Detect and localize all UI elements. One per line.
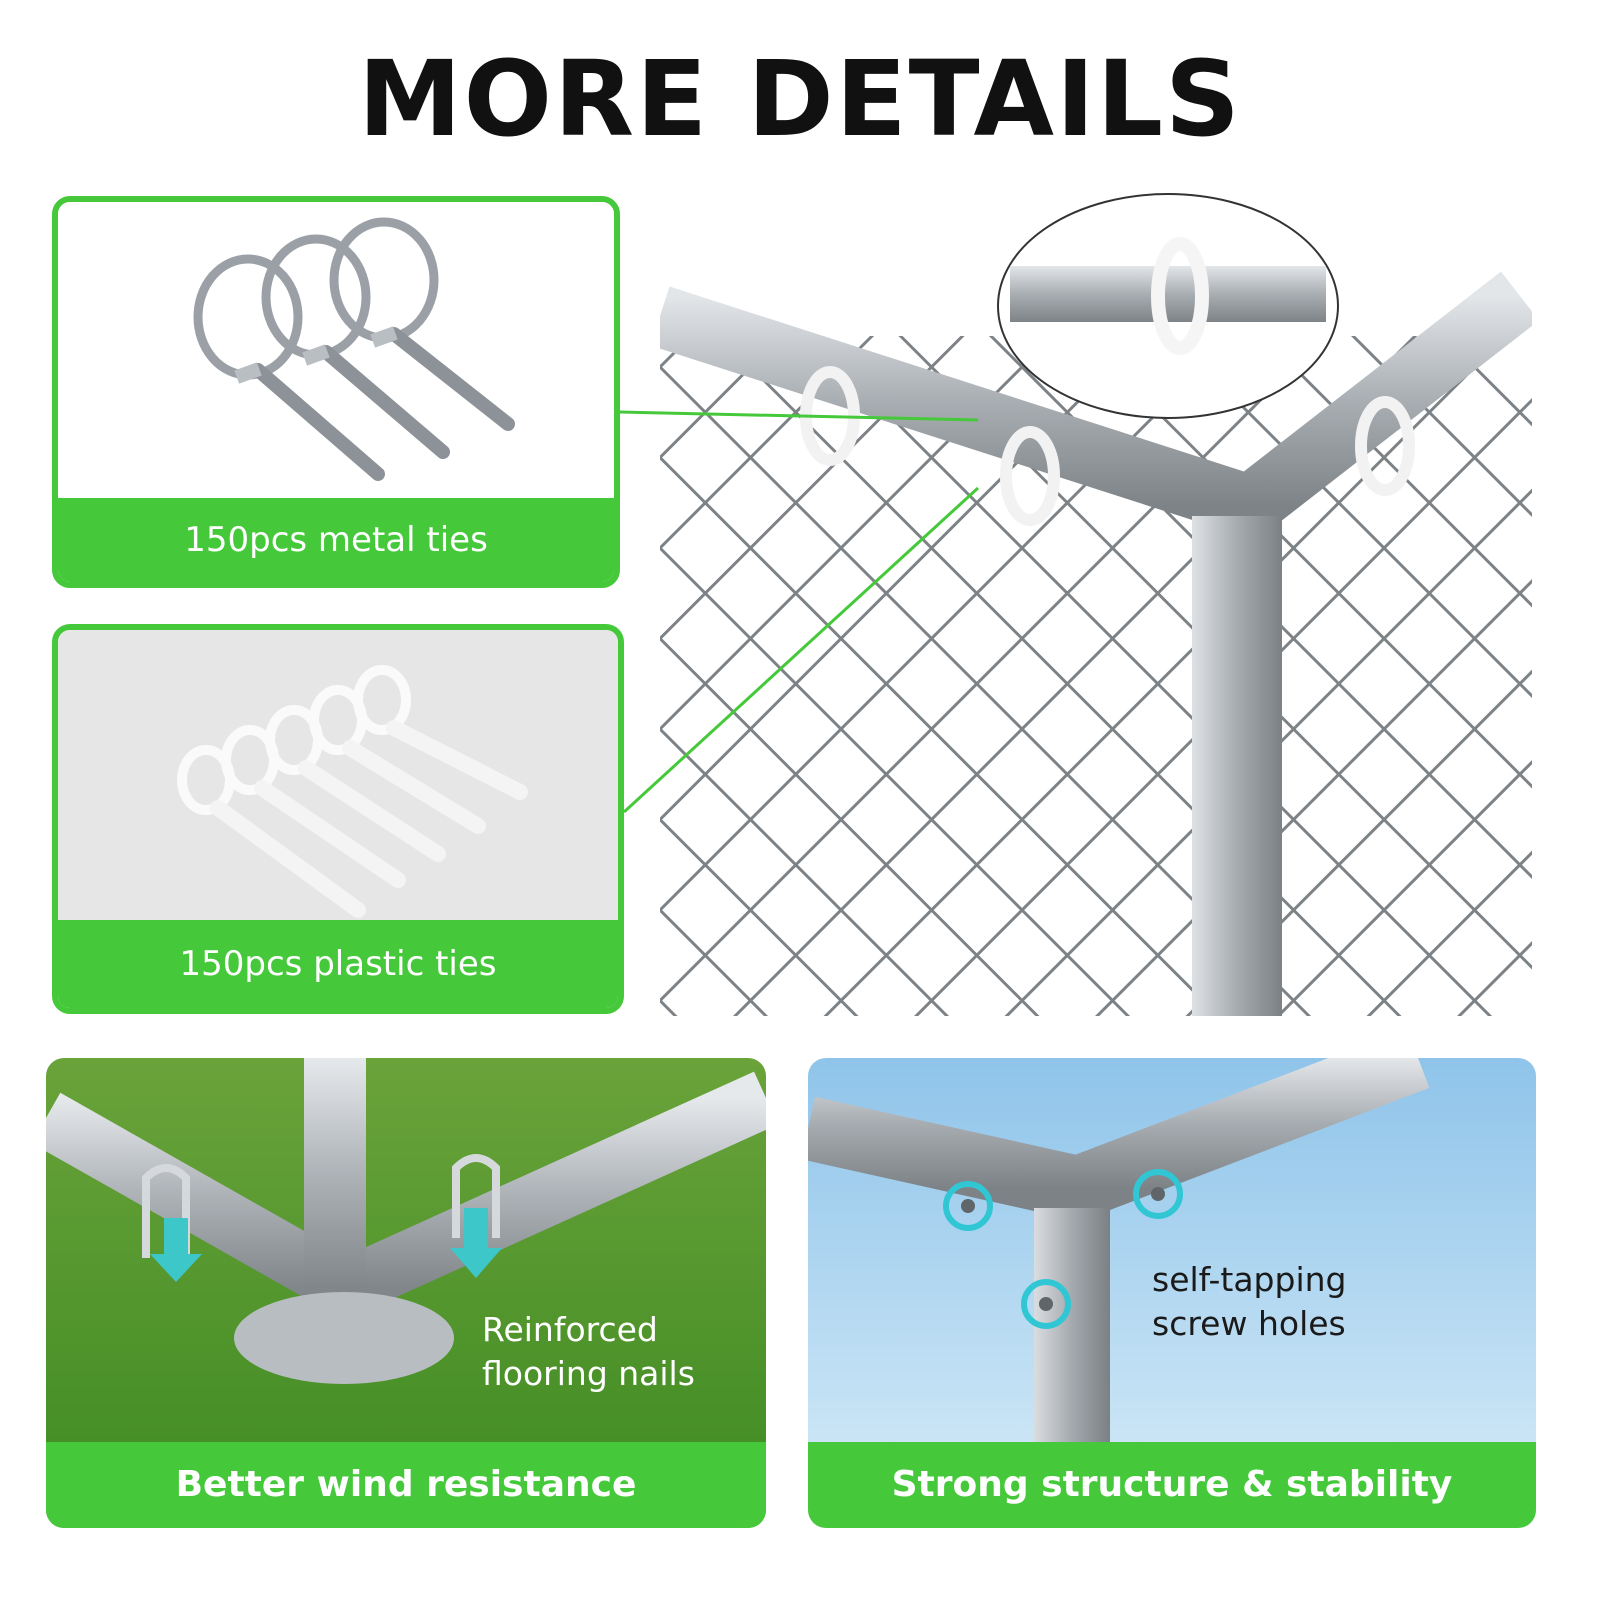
flooring-nails-label-line2: flooring nails [482,1354,695,1393]
flooring-nails-label-line1: Reinforced [482,1310,658,1349]
screw-holes-label-line1: self-tapping [1152,1260,1347,1299]
wind-resistance-caption: Better wind resistance [46,1442,766,1528]
plastic-ties-caption: 150pcs plastic ties [58,920,618,1008]
structure-stability-card: self-tapping screw holes Strong structur… [808,1058,1536,1528]
screw-holes-label-line2: screw holes [1152,1304,1346,1343]
structure-stability-caption: Strong structure & stability [808,1442,1536,1528]
screw-holes-label: self-tapping screw holes [1152,1258,1346,1346]
flooring-nails-label: Reinforced flooring nails [482,1308,695,1396]
page-title: MORE DETAILS [358,38,1242,160]
plastic-ties-card: 150pcs plastic ties [52,624,624,1014]
metal-ties-caption: 150pcs metal ties [58,498,614,582]
plastic-ties-image [58,630,618,926]
metal-ties-card: 150pcs metal ties [52,196,620,588]
metal-ties-image [58,202,614,504]
fence-corner-image [660,186,1532,1016]
wind-resistance-card: Reinforced flooring nails Better wind re… [46,1058,766,1528]
